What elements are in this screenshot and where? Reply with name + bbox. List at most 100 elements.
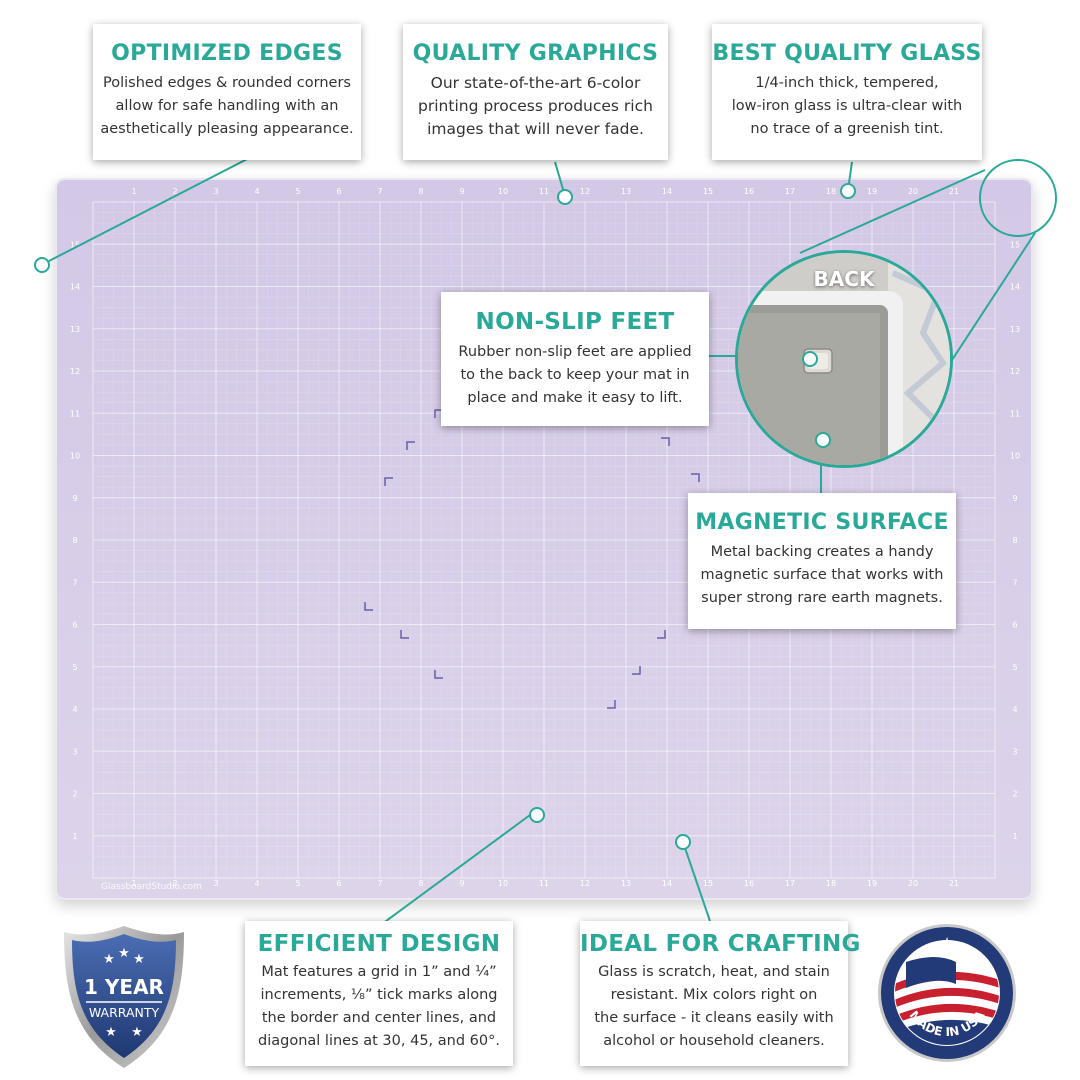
ruler-number: 4 <box>254 879 259 888</box>
ruler-number: 9 <box>459 879 464 888</box>
star-icon: ★ <box>103 952 115 967</box>
callout-line: diagonal lines at 30, 45, and 60°. <box>258 1033 500 1049</box>
ruler-number: 7 <box>377 879 382 888</box>
ruler-number: 10 <box>1010 452 1020 461</box>
alignment-mark <box>632 666 641 675</box>
ruler-number: 7 <box>377 187 382 196</box>
callout-line: to the back to keep your mat in <box>460 367 690 383</box>
callout-title: QUALITY GRAPHICS <box>412 41 659 66</box>
ruler-number: 4 <box>254 187 259 196</box>
ruler-number: 1 <box>1012 832 1017 841</box>
ruler-number: 12 <box>1010 367 1020 376</box>
mat-watermark: GlassboardStudio.com <box>101 882 202 892</box>
ruler-number: 10 <box>70 452 80 461</box>
callout-line: aesthetically pleasing appearance. <box>100 121 354 137</box>
ruler-number: 3 <box>213 879 218 888</box>
ruler-number: 12 <box>580 187 590 196</box>
callout-line: magnetic surface that works with <box>700 567 944 583</box>
callout-line: Mat features a grid in 1” and ¼” <box>261 964 497 980</box>
mat-grid: 1122334455667788991010111112121313141415… <box>70 187 1020 888</box>
callout-title: BEST QUALITY GLASS <box>712 41 982 66</box>
ruler-number: 15 <box>70 240 80 249</box>
ruler-number: 11 <box>539 187 549 196</box>
callout-line: printing process produces rich <box>418 97 653 115</box>
callout-line: the surface - it cleans easily with <box>594 1010 834 1026</box>
ruler-number: 12 <box>70 367 80 376</box>
ruler-number: 1 <box>131 879 136 888</box>
star-icon: ★ <box>942 935 952 948</box>
callout-line: super strong rare earth magnets. <box>701 590 943 606</box>
warranty-shield-badge: ★ ★ ★ ★ ★ 1 YEAR WARRANTY <box>64 926 184 1068</box>
ruler-number: 1 <box>72 832 77 841</box>
callout-line: Our state-of-the-art 6-color <box>430 74 641 92</box>
ruler-number: 10 <box>498 879 508 888</box>
callout-title: EFFICIENT DESIGN <box>257 931 501 957</box>
ruler-number: 17 <box>785 879 795 888</box>
callout-line: images that will never fade. <box>427 120 644 138</box>
callout-body: Glass is scratch, heat, and stain resist… <box>580 961 848 1053</box>
callout-line: Rubber non-slip feet are applied <box>458 344 692 360</box>
callout-line: no trace of a greenish tint. <box>750 121 944 137</box>
callout-efficient-design: EFFICIENT DESIGN Mat features a grid in … <box>245 921 513 1066</box>
back-label: BACK <box>813 267 875 291</box>
star-icon: ★ <box>131 1025 143 1040</box>
warranty-years: 1 YEAR <box>84 975 164 999</box>
ruler-number: 13 <box>1010 325 1020 334</box>
ruler-number: 14 <box>70 283 80 292</box>
callout-line: place and make it easy to lift. <box>467 390 683 406</box>
callout-line: the border and center lines, and <box>261 1010 497 1026</box>
callout-title: NON-SLIP FEET <box>475 309 675 335</box>
callout-line: increments, ⅛” tick marks along <box>260 987 498 1003</box>
ruler-number: 14 <box>662 879 672 888</box>
ruler-number: 9 <box>1012 494 1017 503</box>
ruler-number: 4 <box>1012 705 1017 714</box>
ruler-number: 18 <box>826 187 836 196</box>
ruler-number: 2 <box>1012 790 1017 799</box>
ruler-number: 5 <box>1012 663 1017 672</box>
ruler-number: 6 <box>72 621 77 630</box>
callout-ideal-for-crafting: IDEAL FOR CRAFTING Glass is scratch, hea… <box>580 921 861 1066</box>
ruler-number: 11 <box>70 409 80 418</box>
ruler-number: 19 <box>867 879 877 888</box>
made-in-usa-badge: ★ ★ ★ MADE IN USA <box>878 924 1016 1062</box>
back-zoom-circle: BACK <box>735 250 953 468</box>
ruler-number: 2 <box>172 187 177 196</box>
callout-title: IDEAL FOR CRAFTING <box>580 931 861 957</box>
ruler-number: 21 <box>949 187 959 196</box>
ruler-number: 15 <box>703 879 713 888</box>
ruler-number: 4 <box>72 705 77 714</box>
ruler-number: 14 <box>662 187 672 196</box>
ruler-number: 3 <box>1012 747 1017 756</box>
callout-line: Glass is scratch, heat, and stain <box>598 964 830 980</box>
ruler-number: 8 <box>1012 536 1017 545</box>
ruler-number: 5 <box>295 187 300 196</box>
star-icon: ★ <box>118 946 130 961</box>
callout-title: MAGNETIC SURFACE <box>695 510 949 535</box>
ruler-number: 3 <box>213 187 218 196</box>
ruler-number: 2 <box>172 879 177 888</box>
callout-line: alcohol or household cleaners. <box>603 1033 825 1049</box>
ruler-number: 11 <box>1010 409 1020 418</box>
ruler-number: 11 <box>539 879 549 888</box>
callout-body: Our state-of-the-art 6-color printing pr… <box>403 72 668 141</box>
alignment-mark <box>384 477 393 486</box>
callout-title: OPTIMIZED EDGES <box>111 41 343 66</box>
ruler-number: 10 <box>498 187 508 196</box>
ruler-number: 6 <box>1012 621 1017 630</box>
ruler-number: 12 <box>580 879 590 888</box>
callout-body: Metal backing creates a handy magnetic s… <box>688 541 956 610</box>
callout-body: 1/4-inch thick, tempered, low-iron glass… <box>712 72 982 141</box>
ruler-number: 5 <box>295 879 300 888</box>
ruler-number: 13 <box>70 325 80 334</box>
ruler-number: 21 <box>949 879 959 888</box>
ruler-number: 13 <box>621 187 631 196</box>
ruler-number: 6 <box>336 187 341 196</box>
alignment-mark <box>657 630 666 639</box>
ruler-number: 9 <box>72 494 77 503</box>
callout-optimized-edges: OPTIMIZED EDGES Polished edges & rounded… <box>93 24 361 160</box>
callout-body: Rubber non-slip feet are applied to the … <box>441 341 709 410</box>
alignment-mark <box>406 441 415 450</box>
ruler-number: 18 <box>826 879 836 888</box>
callout-line: resistant. Mix colors right on <box>610 987 818 1003</box>
alignment-mark <box>661 437 670 446</box>
